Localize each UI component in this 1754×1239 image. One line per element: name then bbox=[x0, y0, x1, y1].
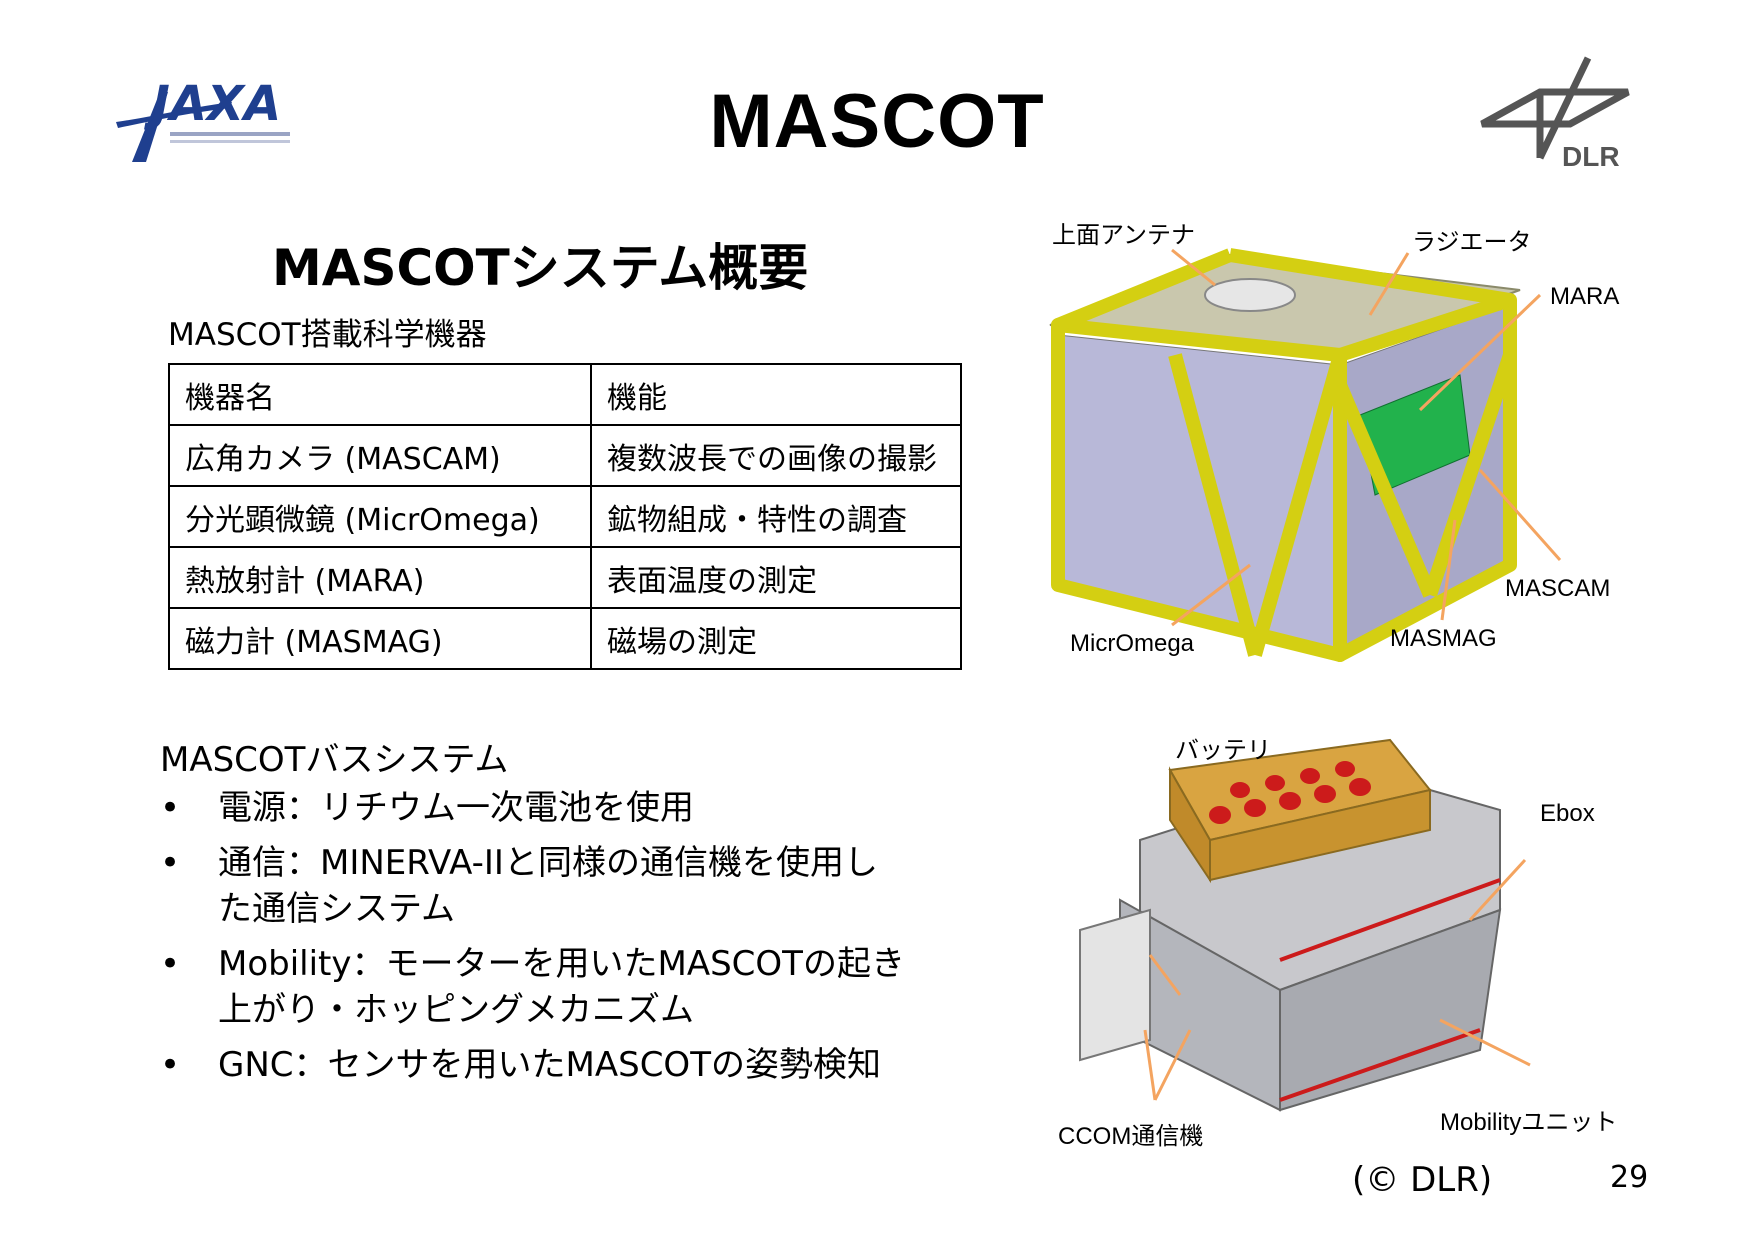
label-antenna: 上面アンテナ bbox=[1052, 222, 1196, 249]
jaxa-logo-icon: JAXA bbox=[116, 76, 290, 162]
dlr-logo-icon: DLR bbox=[1480, 56, 1630, 172]
mascot-bus-illustration bbox=[1079, 738, 1531, 1112]
bus-system-heading: MASCOTバスシステム bbox=[160, 740, 509, 780]
mascot-instrument-figure: 上面アンテナ ラジエータ MARA MASCAM MASMAG MicrOmeg… bbox=[1040, 205, 1640, 670]
table-cell: 熱放射計 (MARA) bbox=[168, 546, 592, 609]
list-item: • GNC：センサを用いたMASCOTの姿勢検知 bbox=[160, 1042, 940, 1088]
table-cell: 磁場の測定 bbox=[590, 607, 962, 670]
bullet-icon: • bbox=[160, 944, 181, 984]
instruments-caption: MASCOT搭載科学機器 bbox=[168, 317, 487, 353]
list-item-line: Mobility：モーターを用いたMASCOTの起き bbox=[218, 944, 905, 984]
list-item-line: 上がり・ホッピングメカニズム bbox=[218, 990, 694, 1030]
bus-system-list: • 電源：リチウム一次電池を使用 • 通信：MINERVA-IIと同様の通信機を… bbox=[160, 785, 940, 1097]
label-ebox: Ebox bbox=[1540, 800, 1595, 827]
label-mascam: MASCAM bbox=[1505, 575, 1611, 602]
bullet-icon: • bbox=[160, 788, 181, 828]
table-header-row: 機器名 機能 bbox=[168, 363, 962, 426]
bullet-icon: • bbox=[160, 843, 181, 883]
mascot-frame-illustration bbox=[1049, 248, 1562, 662]
table-header-cell: 機器名 bbox=[168, 363, 592, 426]
svg-text:JAXA: JAXA bbox=[144, 76, 281, 132]
page-title: MASCOT bbox=[709, 79, 1045, 164]
ccom-box-icon bbox=[1079, 908, 1151, 1062]
list-item-line: 通信：MINERVA-IIと同様の通信機を使用し bbox=[218, 843, 878, 883]
label-mobility: Mobilityユニット bbox=[1440, 1109, 1618, 1136]
label-ccom: CCOM通信機 bbox=[1058, 1123, 1204, 1150]
table-row: 熱放射計 (MARA) 表面温度の測定 bbox=[168, 546, 962, 609]
label-masmag: MASMAG bbox=[1390, 625, 1497, 652]
list-item-line: た通信システム bbox=[218, 889, 455, 929]
table-row: 広角カメラ (MASCAM) 複数波長での画像の撮影 bbox=[168, 424, 962, 487]
antenna-icon bbox=[1204, 278, 1296, 312]
list-item-line: GNC：センサを用いたMASCOTの姿勢検知 bbox=[218, 1045, 881, 1085]
page-number: 29 bbox=[1610, 1160, 1649, 1195]
label-radiator: ラジエータ bbox=[1412, 229, 1532, 256]
table-cell: 複数波長での画像の撮影 bbox=[590, 424, 962, 487]
list-item: • 通信：MINERVA-IIと同様の通信機を使用し た通信システム bbox=[160, 840, 940, 932]
instruments-table: 機器名 機能 広角カメラ (MASCAM) 複数波長での画像の撮影 分光顕微鏡 … bbox=[168, 363, 962, 670]
table-row: 磁力計 (MASMAG) 磁場の測定 bbox=[168, 607, 962, 670]
label-battery: バッテリ bbox=[1175, 737, 1271, 764]
table-cell: 表面温度の測定 bbox=[590, 546, 962, 609]
list-item: • 電源：リチウム一次電池を使用 bbox=[160, 785, 940, 831]
table-cell: 分光顕微鏡 (MicrOmega) bbox=[168, 485, 592, 548]
copyright-notice: (© DLR) bbox=[1352, 1160, 1493, 1200]
list-item-line: 電源：リチウム一次電池を使用 bbox=[218, 788, 694, 828]
jaxa-logo: JAXA bbox=[112, 62, 312, 172]
table-cell: 鉱物組成・特性の調査 bbox=[590, 485, 962, 548]
dlr-logo: DLR bbox=[1480, 54, 1630, 174]
section-subtitle: MASCOTシステム概要 bbox=[272, 239, 809, 297]
svg-text:DLR: DLR bbox=[1562, 141, 1620, 172]
label-micromega: MicrOmega bbox=[1070, 630, 1195, 657]
bullet-icon: • bbox=[160, 1045, 181, 1085]
mascot-bus-figure: バッテリ Ebox CCOM通信機 Mobilityユニット bbox=[1040, 730, 1640, 1150]
table-header-cell: 機能 bbox=[590, 363, 962, 426]
label-mara: MARA bbox=[1550, 283, 1620, 310]
table-row: 分光顕微鏡 (MicrOmega) 鉱物組成・特性の調査 bbox=[168, 485, 962, 548]
table-cell: 磁力計 (MASMAG) bbox=[168, 607, 592, 670]
list-item: • Mobility：モーターを用いたMASCOTの起き 上がり・ホッピングメカ… bbox=[160, 941, 940, 1033]
table-cell: 広角カメラ (MASCAM) bbox=[168, 424, 592, 487]
